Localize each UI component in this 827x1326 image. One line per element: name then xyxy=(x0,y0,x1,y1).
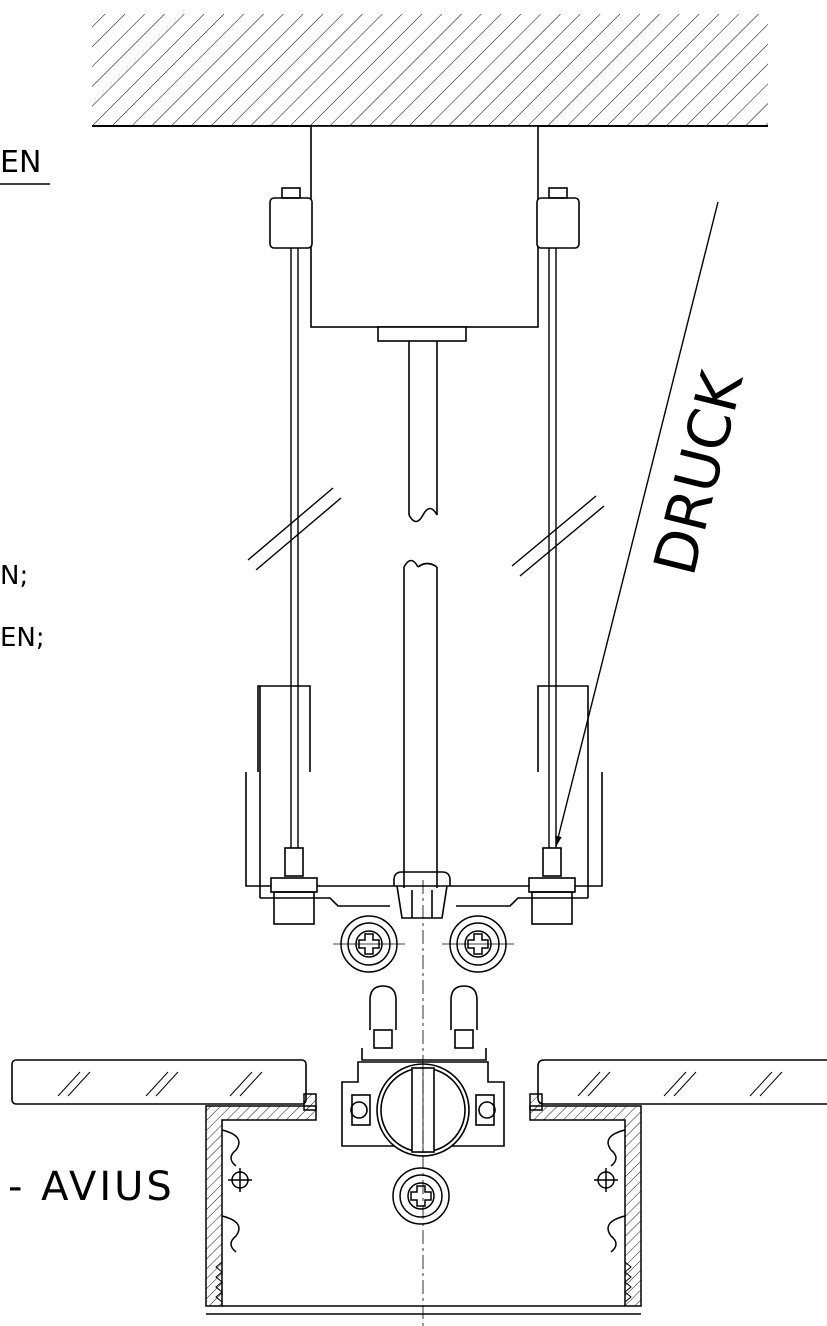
screw-bottom xyxy=(392,1167,450,1225)
central-rod xyxy=(403,341,438,888)
note-line-1: N; xyxy=(0,561,28,591)
left-text-fragments: EN N; EN; - AVIUS xyxy=(0,145,175,1210)
ceiling-panel-left xyxy=(11,1059,307,1105)
note-line-2: EN; xyxy=(0,623,45,653)
profile-section xyxy=(205,1093,642,1315)
screw-right xyxy=(442,915,514,973)
heading-fragment: EN xyxy=(0,145,41,180)
ceiling-mount-box xyxy=(269,125,580,342)
suspension-wires xyxy=(247,248,605,848)
druck-label: DRUCK xyxy=(641,363,757,581)
screw-left xyxy=(333,915,405,973)
ceiling xyxy=(92,14,768,127)
druck-annotation: DRUCK xyxy=(555,201,757,848)
product-name: - AVIUS xyxy=(8,1164,175,1210)
ceiling-panel-right xyxy=(537,1059,827,1105)
lamp-housing xyxy=(245,685,603,925)
